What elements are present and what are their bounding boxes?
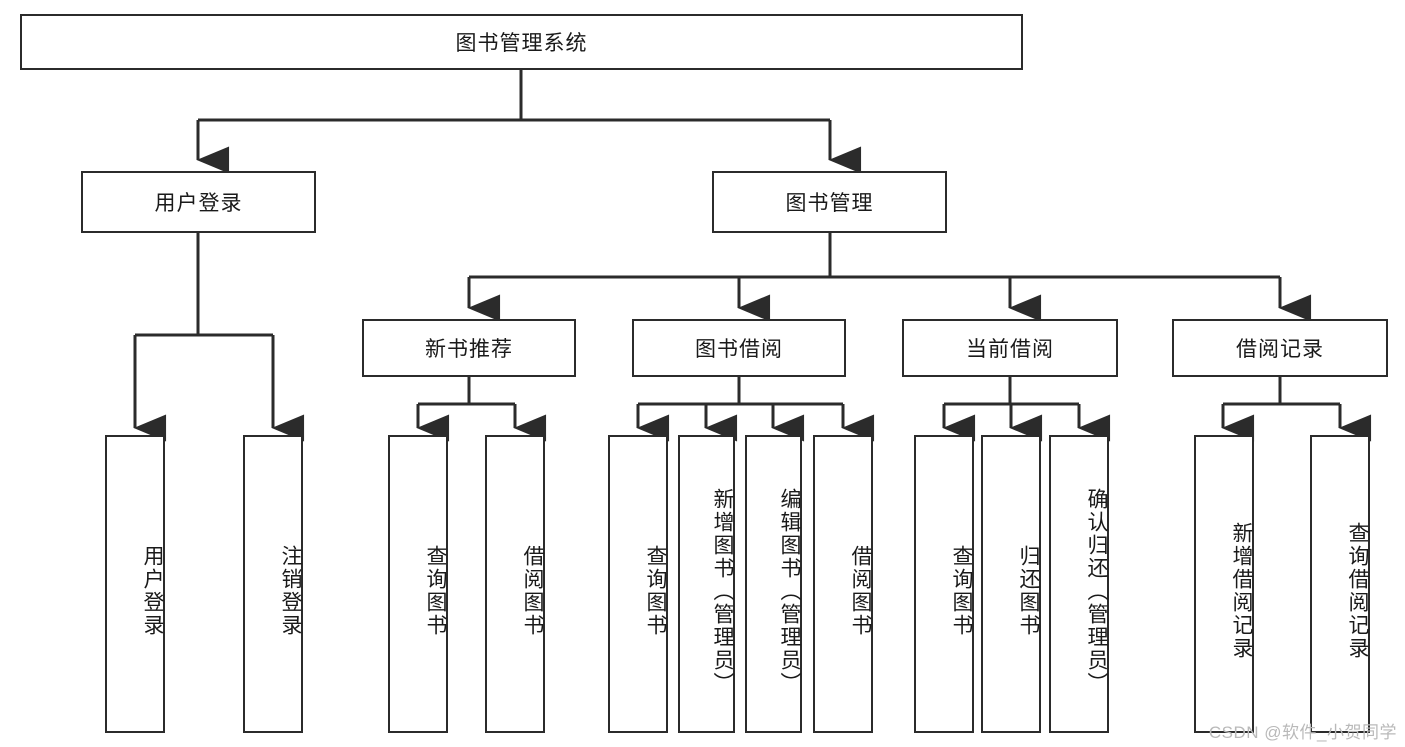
leaf-borrow-book-recommend[interactable]: 借阅图书	[485, 435, 545, 733]
node-new-book-recommend[interactable]: 新书推荐	[362, 319, 576, 377]
node-label: 查询借阅记录	[1346, 522, 1369, 660]
node-label: 借阅记录	[1236, 338, 1324, 361]
leaf-confirm-return-admin[interactable]: 确认归还（管理员）	[1049, 435, 1109, 733]
node-label: 图书管理系统	[455, 32, 588, 55]
node-book-borrow[interactable]: 图书借阅	[632, 319, 846, 377]
leaf-add-borrow-record[interactable]: 新增借阅记录	[1194, 435, 1254, 733]
node-borrow-records[interactable]: 借阅记录	[1172, 319, 1388, 377]
leaf-query-book-borrow[interactable]: 查询图书	[608, 435, 668, 733]
node-label: 新增图书（管理员）	[711, 487, 734, 695]
node-book-management[interactable]: 图书管理	[712, 171, 947, 233]
node-label: 图书借阅	[695, 338, 783, 361]
node-label: 当前借阅	[966, 338, 1054, 361]
leaf-logout[interactable]: 注销登录	[243, 435, 303, 733]
node-label: 用户登录	[154, 192, 243, 215]
node-label: 确认归还（管理员）	[1085, 487, 1108, 695]
leaf-return-book[interactable]: 归还图书	[981, 435, 1041, 733]
node-label: 用户登录	[141, 545, 164, 637]
node-label: 新增借阅记录	[1230, 522, 1253, 660]
node-label: 归还图书	[1017, 545, 1040, 637]
node-label: 查询图书	[424, 545, 447, 637]
leaf-query-book-recommend[interactable]: 查询图书	[388, 435, 448, 733]
node-user-login[interactable]: 用户登录	[81, 171, 316, 233]
leaf-add-book-admin[interactable]: 新增图书（管理员）	[678, 435, 735, 733]
leaf-borrow-book[interactable]: 借阅图书	[813, 435, 873, 733]
node-label: 注销登录	[279, 545, 302, 637]
leaf-query-borrow-record[interactable]: 查询借阅记录	[1310, 435, 1370, 733]
leaf-query-book-current[interactable]: 查询图书	[914, 435, 974, 733]
node-label: 编辑图书（管理员）	[778, 487, 801, 695]
node-label: 查询图书	[950, 545, 973, 637]
leaf-user-login[interactable]: 用户登录	[105, 435, 165, 733]
node-label: 图书管理	[785, 192, 874, 215]
node-label: 查询图书	[644, 545, 667, 637]
node-label: 借阅图书	[521, 545, 544, 637]
node-label: 新书推荐	[425, 338, 513, 361]
watermark: CSDN @软件_小贺同学	[1208, 723, 1397, 742]
node-label: 借阅图书	[849, 545, 872, 637]
node-root-book-management-system[interactable]: 图书管理系统	[20, 14, 1023, 70]
node-current-borrow[interactable]: 当前借阅	[902, 319, 1118, 377]
leaf-edit-book-admin[interactable]: 编辑图书（管理员）	[745, 435, 802, 733]
